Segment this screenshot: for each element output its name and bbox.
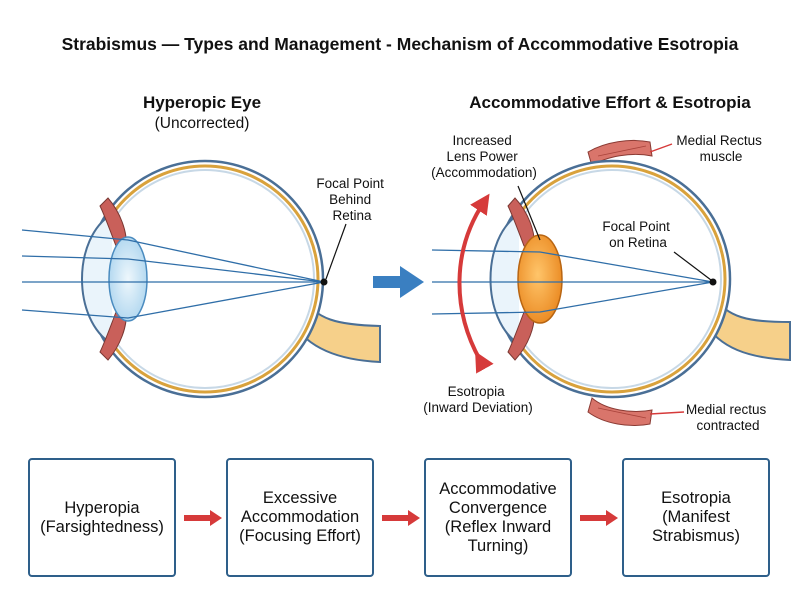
muscle-top-line-2: muscle: [700, 149, 743, 164]
left-focal-line-1: Focal Point: [316, 176, 384, 191]
left-subheading: (Uncorrected): [155, 115, 250, 132]
left-heading: Hyperopic Eye: [143, 93, 261, 112]
flow-box-accommodation-text: Excessive Accommodation (Focusing Effort…: [239, 489, 361, 545]
flow-box-hyperopia: Hyperopia (Farsightedness): [28, 458, 176, 577]
focal-point-left: [320, 278, 328, 286]
focal-leader-left: [325, 223, 347, 280]
left-focal-line-3: Retina: [332, 208, 372, 223]
right-focal-line-2: on Retina: [609, 235, 667, 250]
flow-arrow-1: [184, 510, 222, 526]
muscle-bottom-line-1: Medial rectus: [686, 402, 767, 417]
deviation-line-1: Esotropia: [448, 384, 506, 399]
medial-rectus-bottom: [587, 397, 653, 426]
lens-power-label: Increased Lens Power (Accommodation): [431, 133, 537, 180]
right-heading: Accommodative Effort & Esotropia: [469, 93, 751, 112]
deviation-curved-arrow: [457, 193, 494, 374]
lens-power-line-2: Lens Power: [446, 149, 518, 164]
flow-box-hyperopia-text: Hyperopia (Farsightedness): [40, 498, 164, 536]
lens-leader: [517, 185, 541, 241]
accommodation-eye-panel: Accommodative Effort & Esotropia: [423, 93, 791, 433]
flow-box-esotropia: Esotropia (Manifest Strabismus): [622, 458, 770, 577]
flow-box-esotropia-text: Esotropia (Manifest Strabismus): [651, 489, 741, 545]
muscle-top-line-1: Medial Rectus: [676, 133, 762, 148]
flow-box-convergence: Accommodative Convergence (Reflex Inward…: [424, 458, 572, 577]
muscle-bottom-line-2: contracted: [696, 418, 759, 433]
flow-arrow-2: [382, 510, 420, 526]
muscle-bottom-label: Medial rectus contracted: [686, 402, 770, 433]
focal-point-right: [709, 278, 717, 286]
light-rays-left: [21, 229, 325, 319]
lens-left: [108, 236, 148, 322]
deviation-label: Esotropia (Inward Deviation): [423, 384, 533, 415]
right-focal-line-1: Focal Point: [602, 219, 670, 234]
lens-power-line-3: (Accommodation): [431, 165, 537, 180]
transition-arrow: [373, 266, 424, 298]
flow-box-convergence-text: Accommodative Convergence (Reflex Inward…: [439, 479, 557, 555]
focal-leader-right: [673, 251, 712, 281]
mechanism-flow: Hyperopia (Farsightedness) Excessive Acc…: [0, 458, 800, 583]
flow-arrow-3: [580, 510, 618, 526]
left-focal-line-2: Behind: [329, 192, 371, 207]
cornea-left: [81, 213, 113, 345]
muscle-top-label: Medial Rectus muscle: [676, 133, 765, 164]
diagram-title: Strabismus — Types and Management - Mech…: [62, 34, 739, 54]
right-focal-label: Focal Point on Retina: [602, 219, 673, 250]
cornea-right: [489, 213, 520, 345]
muscle-top-leader: [649, 143, 673, 153]
lens-right: [517, 234, 563, 324]
lens-power-line-1: Increased: [452, 133, 511, 148]
flow-box-accommodation: Excessive Accommodation (Focusing Effort…: [226, 458, 374, 577]
muscle-bottom-leader: [649, 411, 685, 415]
deviation-line-2: (Inward Deviation): [423, 400, 533, 415]
left-focal-label: Focal Point Behind Retina: [316, 176, 387, 223]
hyperopic-eye-panel: Hyperopic Eye (Uncorrected): [21, 93, 387, 399]
